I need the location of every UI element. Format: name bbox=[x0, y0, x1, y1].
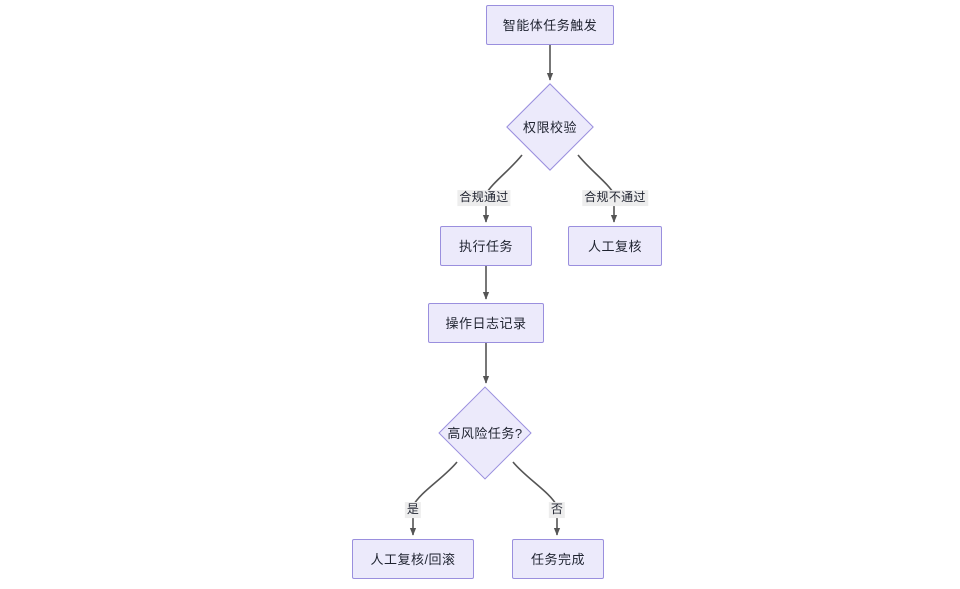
edge-risk-to-done bbox=[512, 461, 561, 536]
node-exec-label: 执行任务 bbox=[458, 238, 513, 254]
edge-label-compliance-fail: 合规不通过 bbox=[582, 190, 648, 206]
node-exec[interactable]: 执行任务 bbox=[440, 226, 532, 266]
node-log[interactable]: 操作日志记录 bbox=[428, 303, 544, 343]
node-rollback[interactable]: 人工复核/回滚 bbox=[352, 539, 474, 579]
node-log-label: 操作日志记录 bbox=[445, 315, 527, 331]
edge-label-compliance-pass: 合规通过 bbox=[457, 190, 511, 206]
edge-auth-to-exec bbox=[482, 154, 523, 223]
node-review[interactable]: 人工复核 bbox=[568, 226, 662, 266]
node-start-label: 智能体任务触发 bbox=[502, 17, 598, 33]
node-done[interactable]: 任务完成 bbox=[512, 539, 604, 579]
node-review-label: 人工复核 bbox=[587, 238, 642, 254]
node-rollback-label: 人工复核/回滚 bbox=[370, 551, 456, 567]
edge-risk-to-rollback bbox=[409, 461, 458, 536]
node-start[interactable]: 智能体任务触发 bbox=[486, 5, 614, 45]
edge-auth-to-review bbox=[577, 154, 618, 223]
edge-label-no: 否 bbox=[548, 502, 566, 518]
edge-label-yes: 是 bbox=[404, 502, 422, 518]
node-done-label: 任务完成 bbox=[530, 551, 585, 567]
